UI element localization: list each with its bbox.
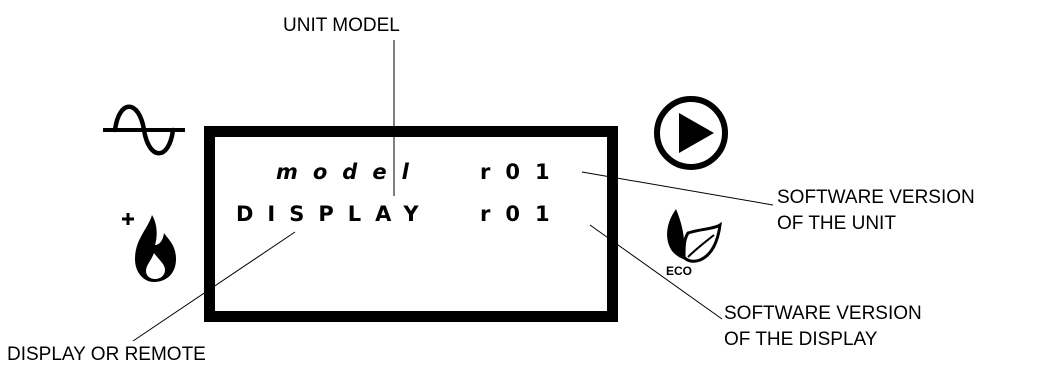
eco-label: ECO [666, 264, 692, 278]
software-version-display-line2: OF THE DISPLAY [724, 329, 878, 350]
software-version-display-leader-line [589, 224, 723, 320]
software-version-unit-leader-line [581, 171, 774, 206]
play-circle-icon [654, 96, 728, 170]
display-or-remote-leader-line [132, 231, 296, 342]
software-version-display-line1: SOFTWARE VERSION [724, 303, 922, 324]
sine-wave-icon [103, 104, 185, 156]
display-or-remote-label: DISPLAY OR REMOTE [7, 344, 206, 365]
lcd-model-text: model [276, 160, 424, 184]
lcd-screen-frame [204, 126, 618, 322]
software-version-unit-line2: OF THE UNIT [777, 213, 896, 234]
software-version-unit-line1: SOFTWARE VERSION [777, 187, 975, 208]
flame-plus-icon [122, 213, 176, 282]
lcd-display-text: DISPLAY [236, 202, 433, 226]
software-version-display-label: SOFTWARE VERSION OF THE DISPLAY [724, 301, 922, 353]
unit-model-label: UNIT MODEL [283, 15, 400, 36]
eco-leaf-icon: ECO [666, 209, 722, 278]
software-version-unit-label: SOFTWARE VERSION OF THE UNIT [777, 185, 975, 237]
lcd-unit-version-text: r01 [480, 160, 565, 184]
lcd-display-version-text: r01 [480, 202, 565, 226]
